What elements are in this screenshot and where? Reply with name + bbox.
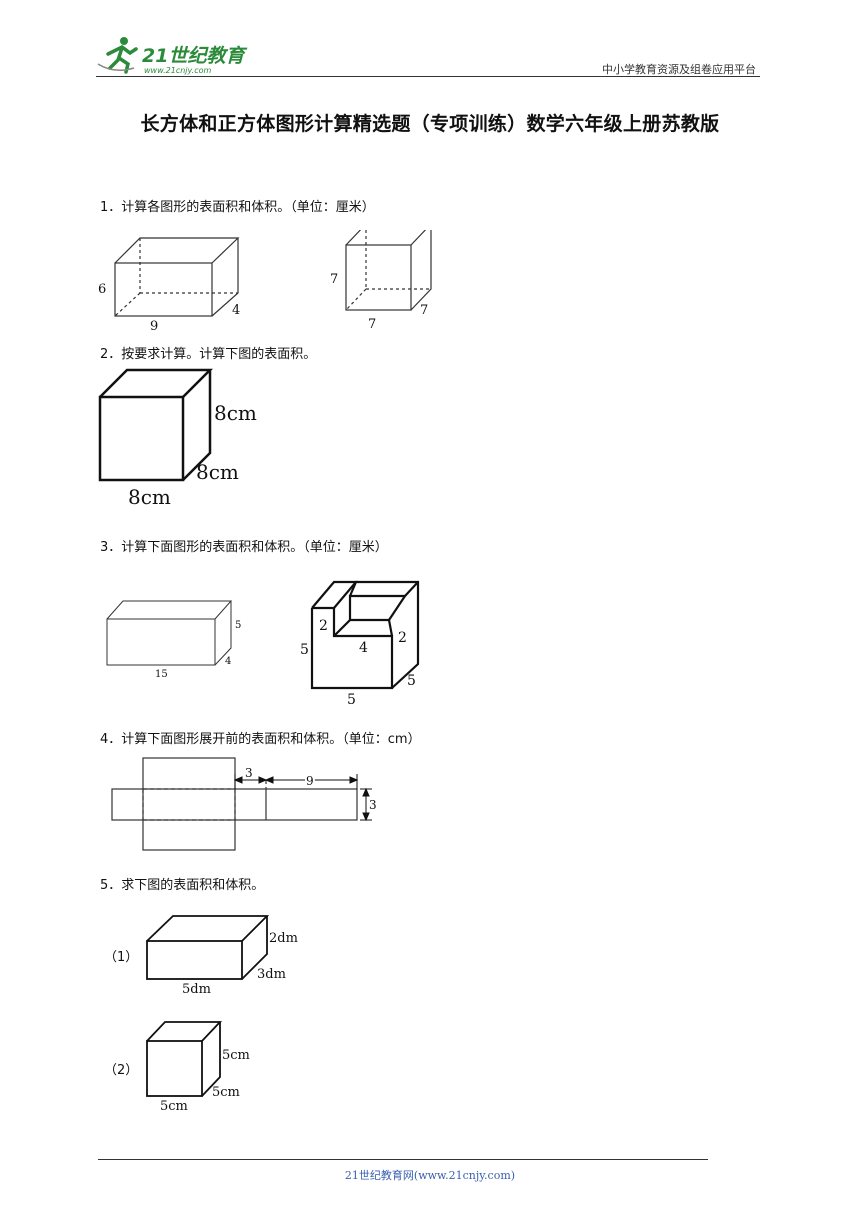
header-divider [96, 76, 760, 77]
q2-figure: 8cm 8cm 8cm [98, 368, 257, 509]
q1b-length: 7 [368, 317, 376, 332]
q2-cube [98, 368, 214, 482]
q3a-height: 5 [235, 620, 241, 631]
footer-divider [98, 1159, 708, 1160]
q5b-length: 5cm [160, 1099, 188, 1114]
header-platform-text: 中小学教育资源及组卷应用平台 [602, 63, 756, 76]
q3b-width: 5 [407, 673, 416, 689]
q1a-length: 9 [150, 319, 158, 334]
q2-length: 8cm [128, 485, 171, 509]
question-1: 1．计算各图形的表面积和体积。（单位：厘米） [100, 200, 375, 215]
q3a-length: 15 [155, 669, 168, 680]
q3b-c: 2 [398, 630, 407, 646]
q5b-height: 5cm [222, 1048, 250, 1063]
question-2: 2．按要求计算。计算下图的表面积。 [100, 347, 317, 362]
footer-text[interactable]: 21世纪教育网(www.21cnjy.com) [344, 1169, 516, 1182]
page-title: 长方体和正方体图形计算精选题（专项训练）数学六年级上册苏教版 [140, 113, 720, 135]
q1a-width: 4 [232, 303, 240, 318]
q1a-height: 6 [98, 282, 106, 297]
logo-text: 21世纪教育 [142, 45, 247, 67]
q4-label-b: 9 [306, 774, 314, 788]
q4-net-figure: 3 9 3 [111, 757, 377, 851]
q3b-b: 4 [359, 640, 368, 656]
q5-cube [146, 1021, 223, 1097]
q2-width: 8cm [196, 460, 239, 484]
question-4: 4．计算下面图形展开前的表面积和体积。（单位：cm） [100, 732, 421, 747]
q5-cuboid [146, 915, 270, 980]
q1b-height: 7 [330, 272, 338, 287]
q4-dimension-lines [233, 774, 372, 822]
runner-icon [97, 37, 138, 74]
q2-height: 8cm [214, 401, 257, 425]
question-3: 3．计算下面图形的表面积和体积。（单位：厘米） [100, 540, 388, 555]
q1-figures: 6 9 4 7 7 7 [98, 230, 432, 334]
q3-figures: 15 5 4 2 4 2 5 5 5 [106, 580, 420, 708]
q4-label-c: 3 [369, 798, 377, 812]
q3a-width: 4 [225, 656, 231, 667]
q5a-length: 5dm [182, 982, 211, 997]
q3b-length: 5 [347, 692, 356, 708]
q5-figure-1: 2dm 3dm 5dm [146, 915, 298, 997]
q3b-height: 5 [300, 642, 309, 658]
q3b-a: 2 [319, 618, 328, 634]
q3-cuboid [106, 600, 233, 666]
q4-label-a: 3 [245, 766, 253, 780]
logo: 21世纪教育 www.21cnjy.com [94, 34, 264, 76]
q5-sub-2-label: （2） [104, 1063, 139, 1078]
q5-sub-1-label: （1） [104, 950, 139, 965]
q5-figure-2: 5cm 5cm 5cm [146, 1021, 250, 1114]
q1-cuboid [114, 237, 240, 317]
q5a-width: 3dm [257, 967, 286, 982]
question-5: 5．求下图的表面积和体积。 [100, 878, 265, 893]
q3-notched-shape [310, 580, 420, 690]
q5b-width: 5cm [212, 1085, 240, 1100]
q4-net [111, 757, 358, 851]
q5a-height: 2dm [269, 931, 298, 946]
q1b-width: 7 [420, 303, 428, 318]
logo-url: www.21cnjy.com [144, 66, 211, 75]
q1-cube [345, 230, 432, 311]
